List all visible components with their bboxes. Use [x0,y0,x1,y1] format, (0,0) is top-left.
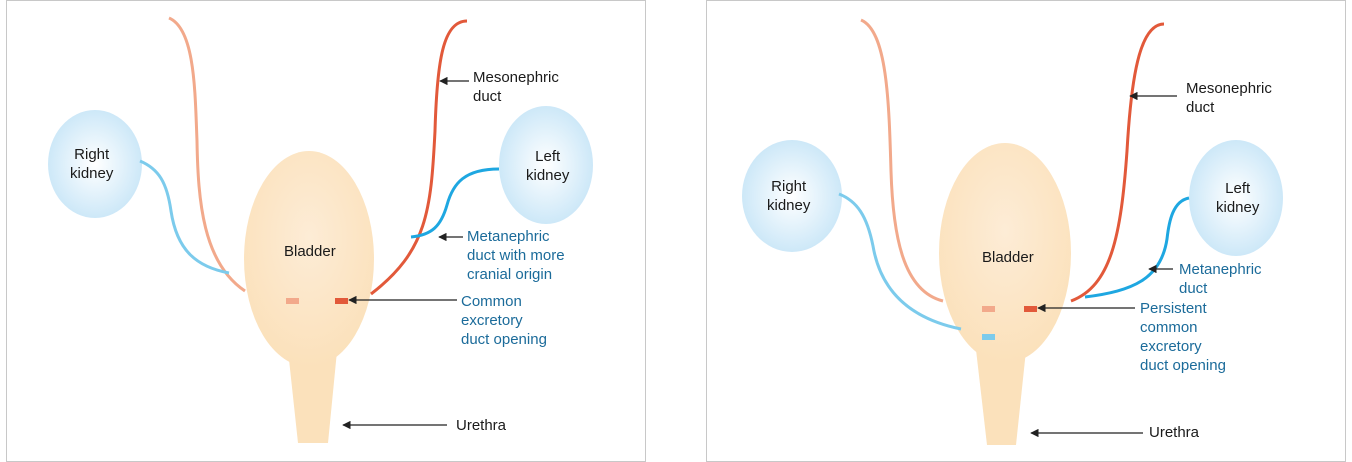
right-mesonephric-duct [168,16,246,293]
right-kidney-shape [48,110,142,218]
metanephric-duct-opening [982,334,995,340]
common-opening-label: Persistent common excretory duct opening [1140,300,1226,374]
right-kidney-shape [742,140,842,252]
right-duct-opening [286,298,299,304]
mesonephric-duct-label: Mesonephric duct [1186,80,1272,116]
left-kidney-label: Left kidney [526,148,570,184]
left-mesonephric-duct [370,19,468,296]
right-duct-opening [982,306,995,312]
left-kidney-label: Left kidney [1216,180,1260,216]
diagram-canvas [48,16,593,443]
left-metanephric-duct [410,167,500,239]
left-kidney-shape [499,106,593,224]
left-metanephric-duct [1084,196,1190,299]
diagram-canvas [742,18,1283,445]
common-opening-label: Common excretory duct opening [461,293,547,348]
bladder-label: Bladder [284,243,336,260]
bladder-label: Bladder [982,249,1034,266]
urethra-shape [975,341,1027,445]
left-kidney-shape [1189,140,1283,256]
right-metanephric-duct [139,159,230,275]
right-kidney-label: Right kidney [767,178,811,214]
right-mesonephric-duct [860,18,944,303]
right-kidney-label: Right kidney [70,146,114,182]
urethra-shape [287,341,338,443]
bladder-shape [244,151,374,367]
diagram-panel-normal: Right kidney Left kidney Bladder Mesonep… [6,0,646,462]
left-duct-opening [1024,306,1037,312]
right-metanephric-duct [838,192,962,331]
mesonephric-duct-label: Mesonephric duct [473,69,559,105]
urethra-label: Urethra [456,417,507,434]
diagram-panel-anomaly: Right kidney Left kidney Bladder Mesonep… [706,0,1346,462]
urethra-label: Urethra [1149,424,1200,441]
left-mesonephric-duct [1070,22,1165,303]
left-duct-opening [335,298,348,304]
metanephric-duct-label: Metanephric duct [1179,261,1262,297]
metanephric-duct-label: Metanephric duct with more cranial origi… [467,228,565,283]
